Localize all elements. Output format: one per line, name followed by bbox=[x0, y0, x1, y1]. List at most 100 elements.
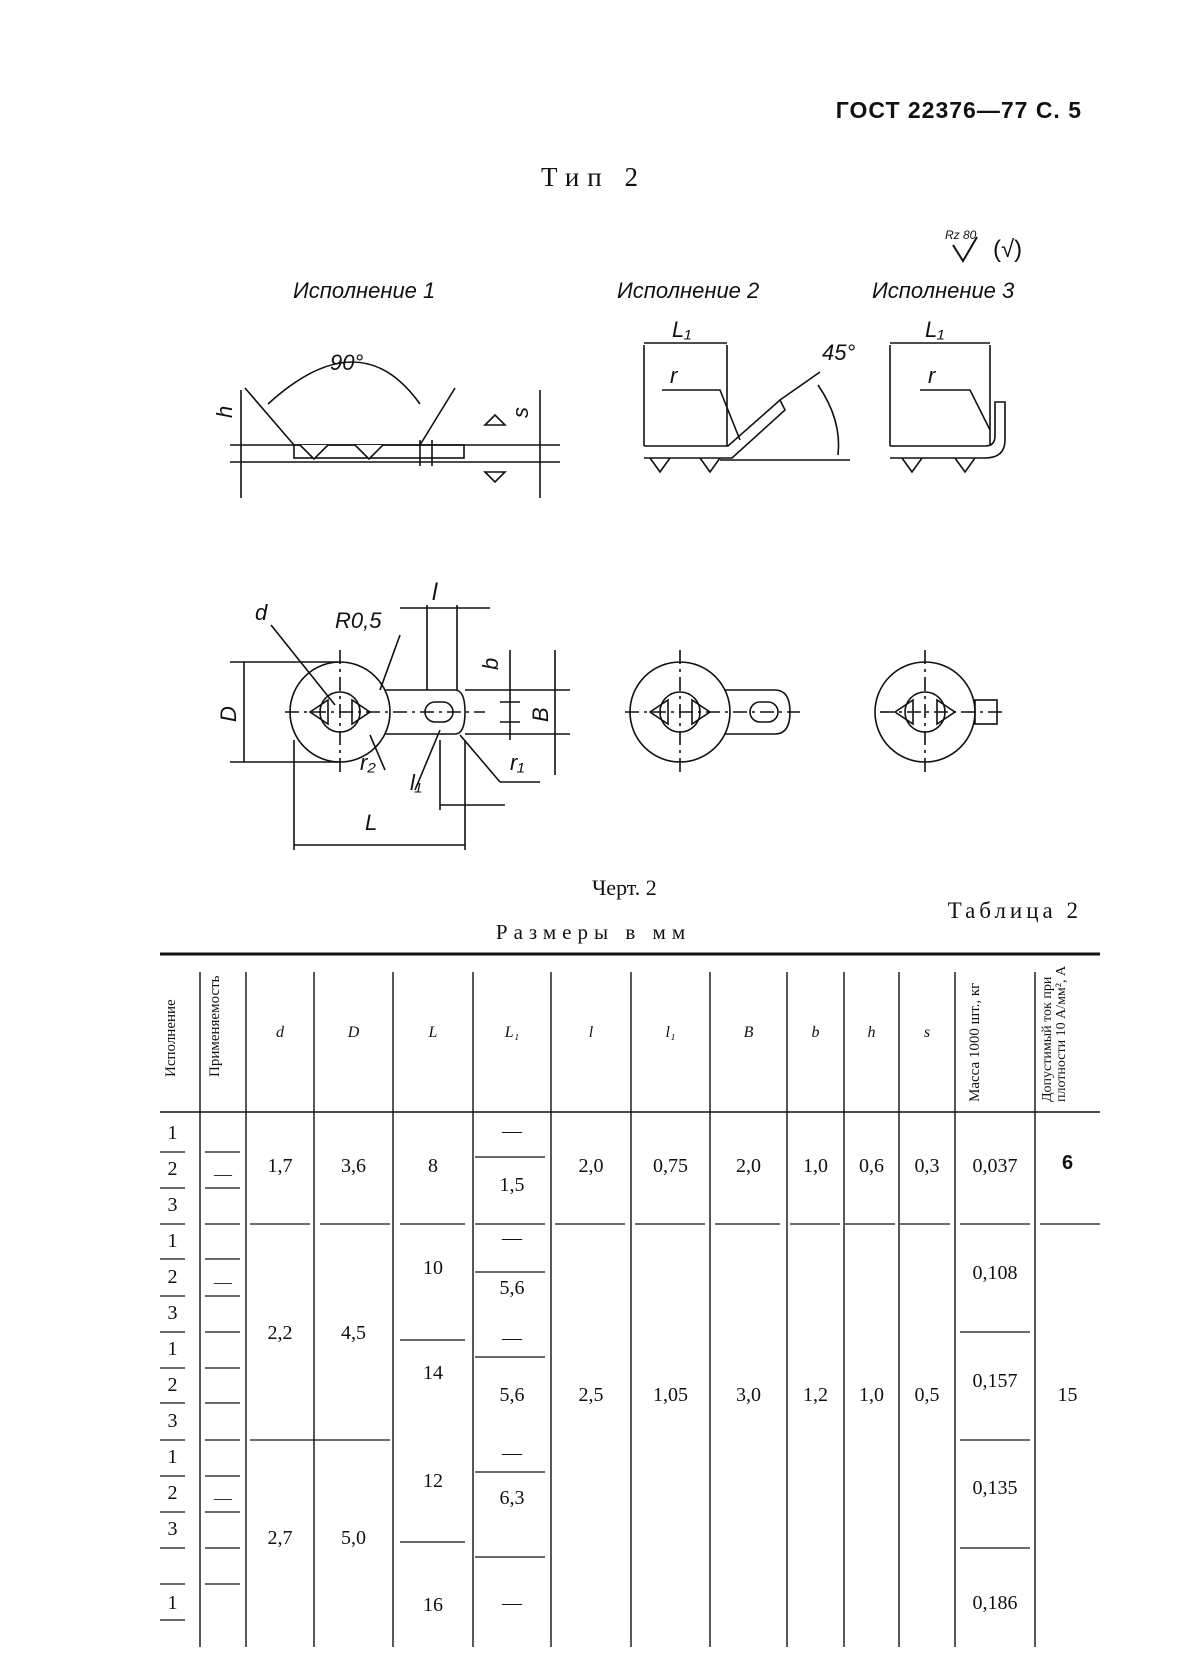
variant-number: 3 bbox=[167, 1194, 178, 1216]
roughness-check-icon: Rz 80 (√) bbox=[945, 228, 1022, 263]
cell-d: 2,2 bbox=[267, 1322, 293, 1344]
cell-current: 6 bbox=[1061, 1152, 1074, 1174]
dim-d: d bbox=[255, 600, 268, 625]
col-header-b: b bbox=[811, 1024, 820, 1041]
col-header-h: h bbox=[867, 1024, 876, 1041]
dim-D: D bbox=[216, 706, 241, 722]
dim-l: l bbox=[432, 579, 438, 606]
dimensions-table: Исполнение Применяемость d D L L₁ l l₁ B… bbox=[155, 952, 1105, 1652]
cell-L: 8 bbox=[428, 1155, 438, 1177]
cell-applicability: — bbox=[214, 1164, 232, 1184]
technical-drawing: 90° h s L₁ r 45° L₁ r d R0,5 l b D B r₂ … bbox=[212, 317, 1006, 850]
variant-number: 2 bbox=[167, 1158, 178, 1180]
drawing-caption: Черт. 2 bbox=[592, 875, 657, 900]
dim-r1: r₁ bbox=[510, 750, 524, 775]
cell-current: 15 bbox=[1057, 1384, 1078, 1406]
cell-mass: 0,108 bbox=[972, 1262, 1018, 1284]
variant-2-label: Исполнение 2 bbox=[617, 278, 760, 303]
dim-L1-v2: L₁ bbox=[672, 317, 691, 342]
col-header-B: B bbox=[743, 1024, 754, 1041]
col-header-mass: Масса 1000 шт., кг bbox=[967, 982, 983, 1102]
cell-L: 16 bbox=[423, 1594, 443, 1616]
roughness-mark: Rz 80 (√) bbox=[945, 225, 1045, 270]
document-header: ГОСТ 22376—77 С. 5 bbox=[835, 97, 1082, 123]
col-header-L1: L₁ bbox=[504, 1024, 520, 1041]
dim-b: b bbox=[478, 658, 503, 670]
col-header-l: l bbox=[588, 1024, 594, 1041]
cell-h: 1,0 bbox=[859, 1384, 884, 1406]
col-header-l1: l₁ bbox=[665, 1024, 676, 1041]
cell-s: 0,3 bbox=[914, 1155, 940, 1177]
cell-L: 14 bbox=[423, 1362, 443, 1384]
variant-number: 1 bbox=[167, 1122, 178, 1144]
cell-B: 2,0 bbox=[736, 1155, 761, 1177]
cell-d: 2,7 bbox=[267, 1527, 293, 1549]
type-title: Тип 2 bbox=[541, 162, 646, 192]
cell-d: 1,7 bbox=[267, 1155, 293, 1177]
variant-1-label: Исполнение 1 bbox=[293, 278, 436, 303]
dim-angle-45: 45° bbox=[822, 340, 855, 365]
cell-l: 2,0 bbox=[578, 1155, 604, 1177]
dim-r2: r₂ bbox=[360, 750, 376, 775]
cell-L1: 1,5 bbox=[499, 1174, 525, 1196]
dim-s: s bbox=[508, 407, 533, 418]
col-header-L: L bbox=[428, 1024, 438, 1041]
dim-R05: R0,5 bbox=[335, 608, 382, 633]
variant-number: 2 bbox=[167, 1374, 178, 1396]
cell-L1: — bbox=[502, 1120, 522, 1142]
cell-L1: 5,6 bbox=[499, 1384, 525, 1406]
cell-b: 1,0 bbox=[803, 1155, 828, 1177]
dim-r-v3: r bbox=[928, 363, 937, 388]
roughness-parenthetical: (√) bbox=[993, 236, 1022, 263]
cell-L1: — bbox=[502, 1442, 522, 1464]
cell-h: 0,6 bbox=[859, 1155, 884, 1177]
dim-angle-90: 90° bbox=[330, 350, 363, 375]
cell-D: 4,5 bbox=[341, 1322, 366, 1344]
cell-L: 10 bbox=[423, 1257, 443, 1279]
variant-number: 2 bbox=[167, 1266, 178, 1288]
table-subtitle: Размеры в мм bbox=[495, 920, 692, 944]
dim-B: B bbox=[528, 707, 553, 722]
dim-L: L bbox=[365, 810, 377, 835]
variant-number: 3 bbox=[167, 1410, 178, 1432]
variant-number: 1 bbox=[167, 1338, 178, 1360]
cell-applicability: — bbox=[214, 1488, 232, 1508]
col-header-s: s bbox=[923, 1024, 931, 1041]
variant-number: 1 bbox=[167, 1592, 178, 1614]
dim-h: h bbox=[212, 406, 237, 418]
cell-B: 3,0 bbox=[736, 1384, 761, 1406]
cell-l1: 0,75 bbox=[653, 1155, 688, 1177]
cell-L: 12 bbox=[423, 1470, 443, 1492]
col-header-applicability: Применяемость bbox=[207, 975, 223, 1077]
cell-L1: — bbox=[502, 1592, 522, 1614]
variant-number: 1 bbox=[167, 1446, 178, 1468]
table-title: Таблица 2 bbox=[947, 898, 1082, 923]
cell-L1: 5,6 bbox=[499, 1277, 525, 1299]
table-grid bbox=[160, 952, 1100, 1647]
dim-r-v2: r bbox=[670, 363, 679, 388]
col-header-D: D bbox=[347, 1024, 360, 1041]
cell-L1: — bbox=[502, 1327, 522, 1349]
cell-mass: 0,037 bbox=[972, 1155, 1018, 1177]
col-header-variant: Исполнение bbox=[163, 999, 179, 1077]
variant-number: 3 bbox=[167, 1302, 178, 1324]
variant-number: 1 bbox=[167, 1230, 178, 1252]
cell-l1: 1,05 bbox=[653, 1384, 688, 1406]
cell-D: 3,6 bbox=[341, 1155, 366, 1177]
cell-s: 0,5 bbox=[914, 1384, 940, 1406]
cell-l: 2,5 bbox=[578, 1384, 604, 1406]
cell-mass: 0,186 bbox=[972, 1592, 1018, 1614]
col-header-d: d bbox=[276, 1024, 284, 1041]
roughness-value: Rz 80 bbox=[945, 228, 977, 242]
variant-number: 2 bbox=[167, 1482, 178, 1504]
cell-D: 5,0 bbox=[341, 1527, 366, 1549]
variant-3-label: Исполнение 3 bbox=[872, 278, 1015, 303]
cell-b: 1,2 bbox=[803, 1384, 828, 1406]
variant-number: 3 bbox=[167, 1518, 178, 1540]
col-header-current: Допустимый ток при плотности 10 А/мм², А bbox=[1040, 965, 1069, 1102]
cell-mass: 0,157 bbox=[972, 1370, 1018, 1392]
dim-L1-v3: L₁ bbox=[925, 317, 944, 342]
cell-applicability: — bbox=[214, 1272, 232, 1292]
dim-l1: l₁ bbox=[410, 770, 422, 795]
cell-L1: 6,3 bbox=[499, 1487, 525, 1509]
